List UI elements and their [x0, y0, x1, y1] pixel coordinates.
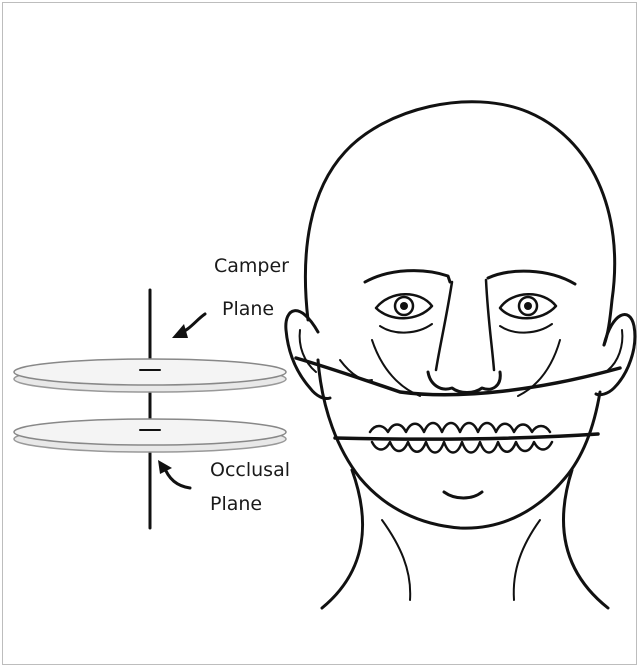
- head-outline: [305, 102, 614, 345]
- occlusal-plane-disc: [14, 419, 286, 452]
- neck-left: [322, 470, 363, 608]
- occlusal-plane-label-line2: Plane: [210, 493, 262, 515]
- camper-arrow-icon: [172, 314, 205, 338]
- left-eye: [376, 294, 432, 332]
- neck-right: [564, 470, 608, 608]
- nose: [428, 372, 500, 393]
- occlusal-plane-line: [335, 434, 598, 439]
- occlusal-plane-label-line1: Occlusal: [210, 459, 290, 481]
- left-brow: [365, 271, 450, 282]
- chin: [444, 492, 482, 498]
- upper-teeth: [370, 423, 550, 432]
- camper-plane-line: [296, 358, 620, 395]
- camper-plane-label-line1: Camper: [214, 255, 289, 277]
- right-brow: [488, 271, 575, 284]
- left-ear: [286, 311, 330, 399]
- occlusal-arrow-icon: [158, 460, 190, 488]
- right-eye: [500, 294, 556, 332]
- head-illustration: [286, 102, 635, 608]
- lower-teeth: [372, 442, 552, 453]
- right-ear: [596, 315, 635, 395]
- camper-plane-disc: [14, 359, 286, 392]
- camper-plane-label-line2: Plane: [222, 298, 274, 320]
